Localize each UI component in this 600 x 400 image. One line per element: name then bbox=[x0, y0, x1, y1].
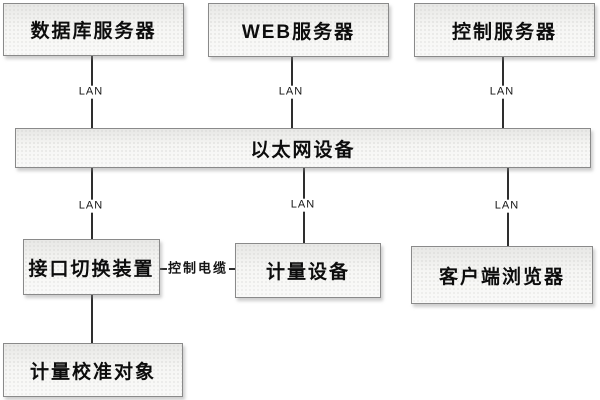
node-web-server: WEB服务器 bbox=[208, 3, 389, 57]
node-web-server-label: WEB服务器 bbox=[241, 21, 356, 43]
node-metering-device-label: 计量设备 bbox=[265, 262, 350, 283]
lan-label-client: LAN bbox=[492, 199, 522, 213]
node-metering-device: 计量设备 bbox=[235, 243, 381, 298]
lan-label-interface: LAN bbox=[76, 199, 106, 213]
node-calibration-object-label: 计量校准对象 bbox=[29, 361, 156, 383]
node-client-browser: 客户端浏览器 bbox=[411, 246, 593, 304]
control-cable-label: 控制电缆 bbox=[166, 260, 230, 277]
lan-label-web: LAN bbox=[276, 85, 306, 99]
node-database-server-label: 数据库服务器 bbox=[30, 21, 157, 42]
node-ethernet-device-label: 以太网设备 bbox=[250, 139, 356, 161]
node-ethernet-device: 以太网设备 bbox=[15, 128, 591, 168]
node-database-server: 数据库服务器 bbox=[3, 3, 184, 56]
node-control-server: 控制服务器 bbox=[414, 3, 595, 57]
lan-label-database: LAN bbox=[76, 85, 106, 99]
lan-label-control: LAN bbox=[487, 85, 517, 99]
node-interface-switch-label: 接口切换装置 bbox=[28, 258, 155, 280]
node-interface-switch: 接口切换装置 bbox=[23, 239, 160, 295]
node-control-server-label: 控制服务器 bbox=[451, 21, 557, 43]
lan-label-metering: LAN bbox=[288, 198, 318, 212]
node-calibration-object: 计量校准对象 bbox=[3, 343, 183, 397]
node-client-browser-label: 客户端浏览器 bbox=[438, 266, 565, 288]
edge-interface-to-calibration bbox=[91, 295, 93, 343]
